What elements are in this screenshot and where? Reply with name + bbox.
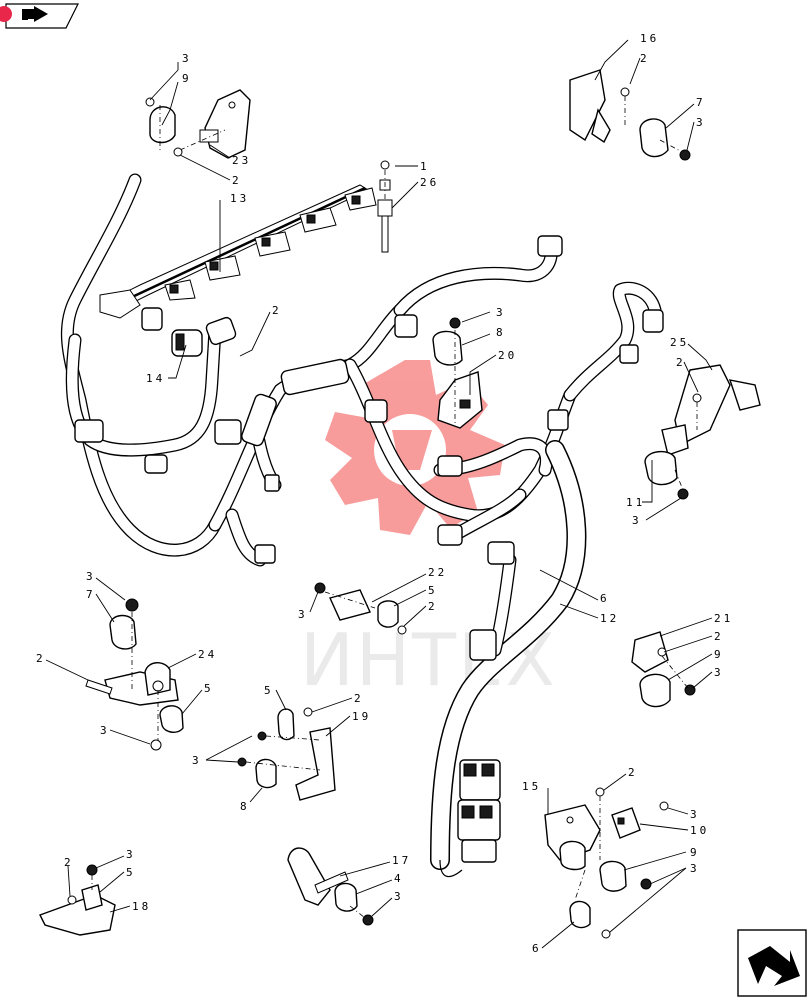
connector [264,474,280,492]
connector [537,235,563,257]
callout-labels: 3 9 23 2 1 26 13 16 2 7 3 2 14 3 8 20 25… [36,32,733,955]
callout-9: 9 [182,72,192,85]
callout-2: 2 [428,600,438,613]
callout-24: 24 [198,648,217,661]
connector [214,419,242,445]
callout-2: 2 [714,630,724,643]
part-24-bracket [85,598,184,751]
connector [144,454,168,474]
callout-3: 3 [100,724,110,737]
callout-2: 2 [232,174,242,187]
callout-20: 20 [498,349,517,362]
callout-8: 8 [496,326,506,339]
callout-13: 13 [230,192,249,205]
callout-22: 22 [428,566,447,579]
part-23-bracket [145,89,251,159]
callout-11: 11 [626,496,645,509]
part-22-bracket [314,582,407,635]
callout-3: 3 [632,514,642,527]
connector [364,399,388,423]
callout-5: 5 [428,584,438,597]
callout-19: 19 [352,710,371,723]
leader-lines [45,39,713,949]
part-18-bracket [39,864,116,936]
callout-3: 3 [690,862,700,875]
callout-2: 2 [272,304,282,317]
connector [74,419,104,443]
part-17-bracket [287,847,374,926]
harness-sleeves [241,358,350,447]
watermark-gear-inner [392,430,432,470]
part-19-bracket [237,707,336,801]
connector [487,541,515,565]
connector [469,629,497,661]
callout-8: 8 [240,800,250,813]
part-20-bracket [432,317,483,429]
callout-26: 26 [420,176,439,189]
callout-17: 17 [392,854,411,867]
callout-6: 6 [532,942,542,955]
part-26-bolt [377,160,393,253]
prev-page-button[interactable] [0,3,79,29]
callout-10: 10 [690,824,709,837]
connector [254,544,276,564]
connector [547,409,569,431]
callout-3: 3 [714,666,724,679]
callout-1: 1 [420,160,430,173]
callout-15: 15 [522,780,541,793]
callout-2: 2 [64,856,74,869]
callout-25: 25 [670,336,689,349]
callout-18: 18 [132,900,151,913]
callout-9: 9 [714,648,724,661]
callout-9: 9 [690,846,700,859]
part-21-bracket [631,631,696,708]
callout-12: 12 [600,612,619,625]
part-25-bracket [644,364,761,500]
connector-block [439,759,501,878]
callout-3: 3 [298,608,308,621]
callout-7: 7 [86,588,96,601]
page-badge [0,6,12,22]
callout-6: 6 [600,592,610,605]
connector [642,309,664,333]
callout-2: 2 [354,692,364,705]
callout-3: 3 [192,754,202,767]
callout-23: 23 [232,154,251,167]
callout-2: 2 [640,52,650,65]
callout-2: 2 [36,652,46,665]
callout-5: 5 [264,684,274,697]
connectors [74,235,664,661]
sleeve-left [241,393,277,447]
part-14-sensor [171,316,237,357]
part-15-bracket [544,787,669,939]
callout-2: 2 [628,766,638,779]
main-harness [60,173,662,870]
callout-3: 3 [496,306,506,319]
forward-arrow-icon [748,946,800,986]
back-arrow-icon [24,6,48,22]
part-13-injector-rail [99,184,377,331]
callout-2: 2 [676,356,686,369]
connector [619,344,639,364]
part-16-bracket [569,69,691,161]
callout-4: 4 [394,872,404,885]
callout-3: 3 [690,808,700,821]
callout-5: 5 [126,866,136,879]
next-page-button[interactable] [737,929,807,997]
callout-14: 14 [146,372,165,385]
callout-7: 7 [696,96,706,109]
connector [437,524,463,546]
sleeve-upper [280,358,350,396]
connector [437,455,463,477]
callout-3: 3 [394,890,404,903]
callout-3: 3 [126,848,136,861]
callout-16: 16 [640,32,659,45]
connector [394,314,418,338]
callout-21: 21 [714,612,733,625]
callout-3: 3 [182,52,192,65]
callout-3: 3 [696,116,706,129]
callout-3: 3 [86,570,96,583]
callout-5: 5 [204,682,214,695]
